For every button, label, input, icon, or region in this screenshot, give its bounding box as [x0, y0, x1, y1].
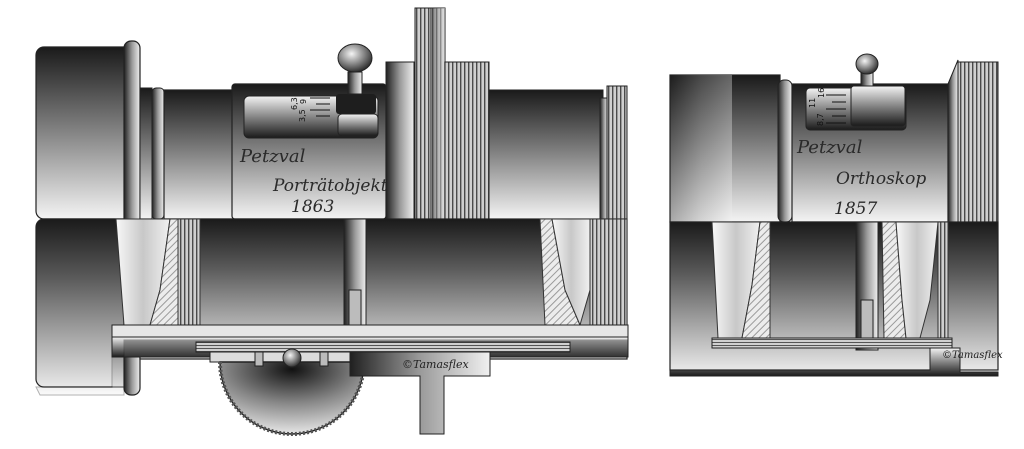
ortho-engraving-year: 1857	[834, 199, 877, 219]
ortho-engraving-model: Orthoskop	[836, 169, 926, 189]
credit-left: ©Tamasflex	[402, 358, 470, 371]
ortho-aperture-knob-icon	[855, 53, 879, 87]
ortho-cross-section: ©Tamasflex	[669, 221, 1003, 377]
ortho-aperture-scale	[826, 94, 846, 124]
focus-pinion-icon	[282, 348, 302, 368]
credit-right: ©Tamasflex	[942, 350, 1003, 361]
ortho-aperture-label-3: 8,7	[816, 113, 825, 126]
ortho-aperture-label-2: 11	[808, 98, 817, 108]
stand-bracket: ©Tamasflex	[349, 351, 491, 435]
focus-rack	[195, 341, 571, 436]
aperture-knob-icon	[337, 43, 373, 95]
aperture-label-1: 6,3	[290, 97, 299, 110]
ortho-aperture-label-1: 16	[817, 88, 826, 98]
engraving-name: Petzval	[239, 146, 306, 167]
ortho-engraving-name: Petzval	[796, 137, 863, 158]
main-barrel: 6,3 3,5 9 Petzval Porträtobjektiv 1863	[163, 43, 415, 220]
aperture-scale	[310, 97, 330, 117]
mount-flange	[385, 7, 628, 220]
engraving-year: 1863	[291, 197, 334, 217]
orthoskop-lens: 16 11 8,7 Petzval Orthoskop 1857 ©Tamasf…	[669, 53, 1003, 377]
aperture-label-2: 3,5	[298, 109, 307, 122]
engraving-model: Porträtobjektiv	[272, 176, 403, 196]
portrait-lens: 6,3 3,5 9 Petzval Porträtobjektiv 1863	[35, 7, 629, 436]
aperture-label-3: 9	[299, 99, 308, 104]
